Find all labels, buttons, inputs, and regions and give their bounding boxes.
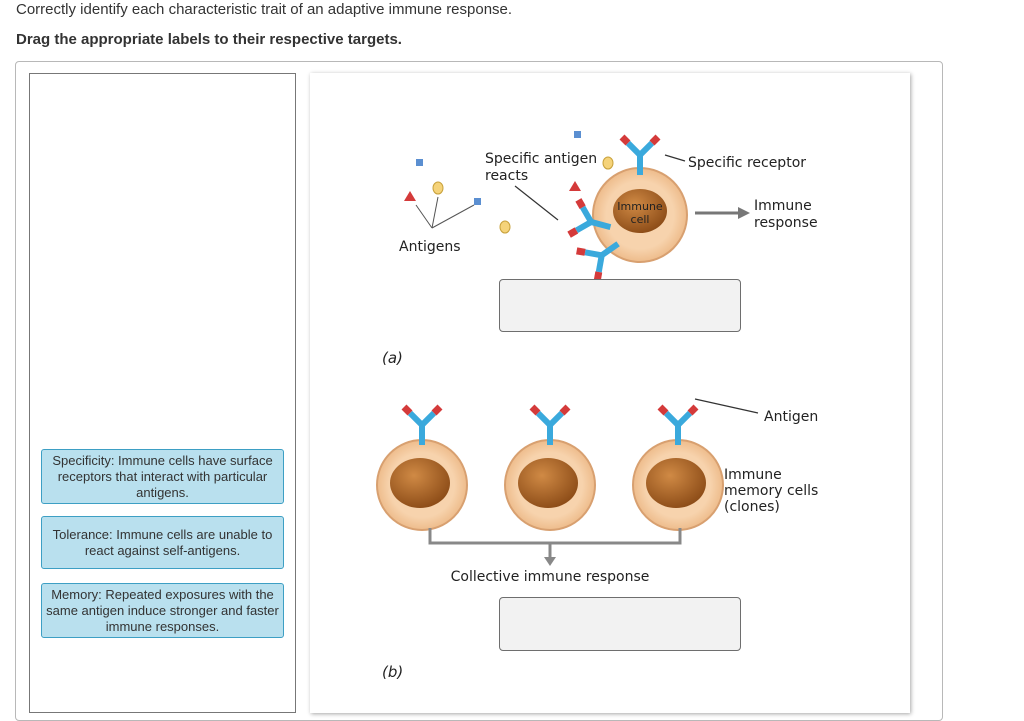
panel-b-caption: (b) xyxy=(382,663,403,681)
immune-response-label-2: response xyxy=(754,215,818,231)
memory-cell xyxy=(376,407,468,531)
immune-cell-label-2: cell xyxy=(631,213,650,226)
antigen-triangle-icon xyxy=(569,181,581,191)
label-tolerance[interactable]: Tolerance: Immune cells are unable to re… xyxy=(41,516,284,569)
memory-cell xyxy=(504,407,596,531)
specific-receptor-label: Specific receptor xyxy=(688,155,806,171)
immune-cell-label: Immune xyxy=(617,200,663,213)
antigen-oval-icon xyxy=(432,181,444,195)
memory-cell xyxy=(632,407,724,531)
specific-antigen-label-2: reacts xyxy=(485,168,528,184)
label-specificity[interactable]: Specificity: Immune cells have surface r… xyxy=(41,449,284,504)
question-instruction: Drag the appropriate labels to their res… xyxy=(16,31,402,48)
drop-target-a[interactable] xyxy=(499,279,741,332)
drop-target-b[interactable] xyxy=(499,597,741,651)
antigen-oval-icon xyxy=(499,220,511,234)
collective-response-label: Collective immune response xyxy=(451,569,650,585)
antigen-label: Antigen xyxy=(764,409,818,425)
antigen-triangle-icon xyxy=(404,191,416,201)
label-bank-divider xyxy=(295,73,296,713)
question-title: Correctly identify each characteristic t… xyxy=(16,1,513,18)
immune-response-figure: Antigens Specific antigen reacts Immune … xyxy=(310,73,910,713)
label-memory[interactable]: Memory: Repeated exposures with the same… xyxy=(41,583,284,638)
memory-cells-label: Immune xyxy=(724,467,782,483)
immune-cell: Immune cell xyxy=(569,137,688,280)
antigen-square-icon xyxy=(574,131,581,138)
memory-cells-label-2: memory cells xyxy=(724,483,818,499)
immune-response-label: Immune xyxy=(754,198,812,214)
specific-antigen-label: Specific antigen xyxy=(485,151,597,167)
antigen-square-icon xyxy=(416,159,423,166)
memory-cells-label-3: (clones) xyxy=(724,499,780,515)
antigens-label: Antigens xyxy=(399,239,461,255)
antigens-group: Antigens xyxy=(399,159,481,255)
panel-a-caption: (a) xyxy=(382,349,403,367)
antigen-oval-icon xyxy=(602,156,614,170)
antigen-square-icon xyxy=(474,198,481,205)
